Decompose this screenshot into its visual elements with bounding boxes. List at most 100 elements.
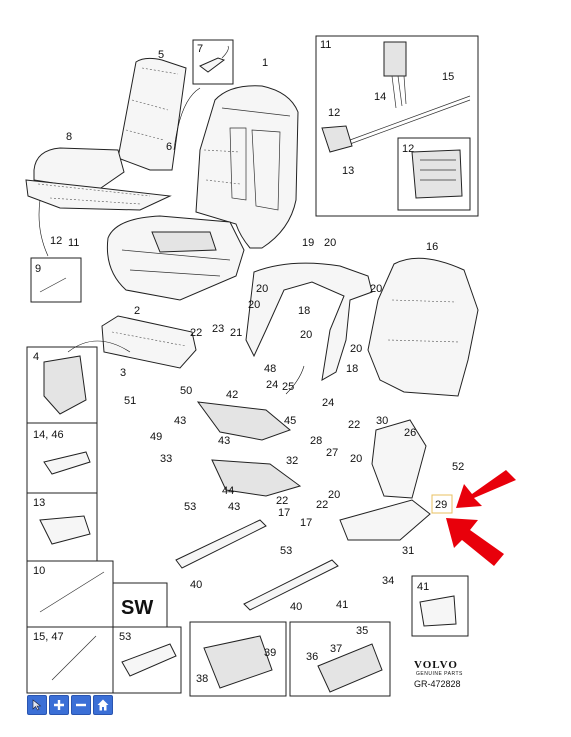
label-41-box: 41: [417, 581, 429, 593]
label-2: 2: [134, 305, 140, 317]
label-14: 14: [374, 91, 386, 103]
brand-name: VOLVO: [414, 659, 458, 671]
label-12-harness: 12: [328, 107, 340, 119]
label-43c: 43: [228, 501, 240, 513]
label-32: 32: [286, 455, 298, 467]
sw-badge: SW: [121, 597, 153, 619]
label-31: 31: [402, 545, 414, 557]
inset-box-4: [26, 346, 98, 424]
label-40a: 40: [190, 579, 202, 591]
volvo-brand: VOLVO GENUINE PARTS GR-472828: [414, 659, 463, 689]
label-4: 4: [33, 351, 39, 363]
label-34: 34: [382, 575, 394, 587]
label-3: 3: [120, 367, 126, 379]
label-25: 25: [282, 381, 294, 393]
label-18a: 18: [298, 305, 310, 317]
label-12-connector: 12: [402, 143, 414, 155]
label-20e: 20: [300, 329, 312, 341]
label-13-harness: 13: [342, 165, 354, 177]
label-13: 13: [33, 497, 45, 509]
label-22d: 22: [316, 499, 328, 511]
wiring-harness-box: [315, 35, 479, 217]
label-20f: 20: [350, 343, 362, 355]
label-38: 38: [196, 673, 208, 685]
diagram-reference: GR-472828: [414, 679, 461, 689]
label-37: 37: [330, 643, 342, 655]
inset-box-14-46: [26, 422, 98, 494]
label-15: 15: [442, 71, 454, 83]
label-43a: 43: [174, 415, 186, 427]
label-39: 39: [264, 647, 276, 659]
label-14-46: 14, 46: [33, 429, 64, 441]
label-24b: 24: [322, 397, 334, 409]
label-22b: 22: [348, 419, 360, 431]
label-16: 16: [426, 241, 438, 253]
label-29: 29: [435, 499, 447, 511]
label-33: 33: [160, 453, 172, 465]
label-9: 9: [35, 263, 41, 275]
inset-box-38: [189, 621, 287, 697]
label-18b: 18: [346, 363, 358, 375]
label-28: 28: [310, 435, 322, 447]
label-21: 21: [230, 327, 242, 339]
label-17b: 17: [300, 517, 312, 529]
red-arrow-lower: [446, 518, 504, 566]
label-20b: 20: [256, 283, 268, 295]
label-20a: 20: [324, 237, 336, 249]
brand-tagline: GENUINE PARTS: [416, 671, 463, 677]
label-26: 26: [404, 427, 416, 439]
home-button[interactable]: [93, 695, 113, 715]
label-6: 6: [166, 141, 172, 153]
backrest-cushion: [195, 85, 299, 249]
inset-box-35-37: [289, 621, 391, 697]
label-22a: 22: [190, 327, 202, 339]
label-52: 52: [452, 461, 464, 473]
label-53b: 53: [280, 545, 292, 557]
backrest-rear-panel: [367, 257, 479, 397]
label-15-47: 15, 47: [33, 631, 64, 643]
select-tool-button[interactable]: [27, 695, 47, 715]
label-5: 5: [158, 49, 164, 61]
label-19: 19: [302, 237, 314, 249]
label-50: 50: [180, 385, 192, 397]
connector-7-box: [192, 39, 234, 85]
label-53-box: 53: [119, 631, 131, 643]
label-11-box: 11: [320, 39, 331, 51]
label-23: 23: [212, 323, 224, 335]
label-53a: 53: [184, 501, 196, 513]
side-trim-panel: [101, 315, 197, 369]
label-45: 45: [284, 415, 296, 427]
inset-box-15-47: [26, 626, 114, 694]
backrest-frame: [245, 262, 373, 381]
zoom-in-button[interactable]: [49, 695, 69, 715]
minus-icon: [76, 703, 86, 707]
label-8: 8: [66, 131, 72, 143]
label-20d: 20: [370, 283, 382, 295]
label-10: 10: [33, 565, 45, 577]
label-7: 7: [197, 43, 203, 55]
label-20g: 20: [350, 453, 362, 465]
seat-heater-mat: [25, 147, 172, 211]
label-41: 41: [336, 599, 348, 611]
label-44: 44: [222, 485, 234, 497]
red-arrow-upper: [456, 470, 516, 508]
zoom-out-button[interactable]: [71, 695, 91, 715]
label-30: 30: [376, 415, 388, 427]
label-22c: 22: [276, 495, 288, 507]
inset-box-41: [411, 575, 469, 637]
label-20c: 20: [248, 299, 260, 311]
label-20h: 20: [328, 489, 340, 501]
back-pad: [117, 57, 187, 171]
label-43b: 43: [218, 435, 230, 447]
plus-icon: [54, 700, 64, 710]
label-36: 36: [306, 651, 318, 663]
seat-cushion: [106, 215, 245, 301]
label-49: 49: [150, 431, 162, 443]
label-1: 1: [262, 57, 268, 69]
label-24a: 24: [266, 379, 278, 391]
highlight-box-29: [431, 494, 453, 514]
label-11: 11: [68, 237, 79, 249]
label-12: 12: [50, 235, 62, 247]
label-48: 48: [264, 363, 276, 375]
